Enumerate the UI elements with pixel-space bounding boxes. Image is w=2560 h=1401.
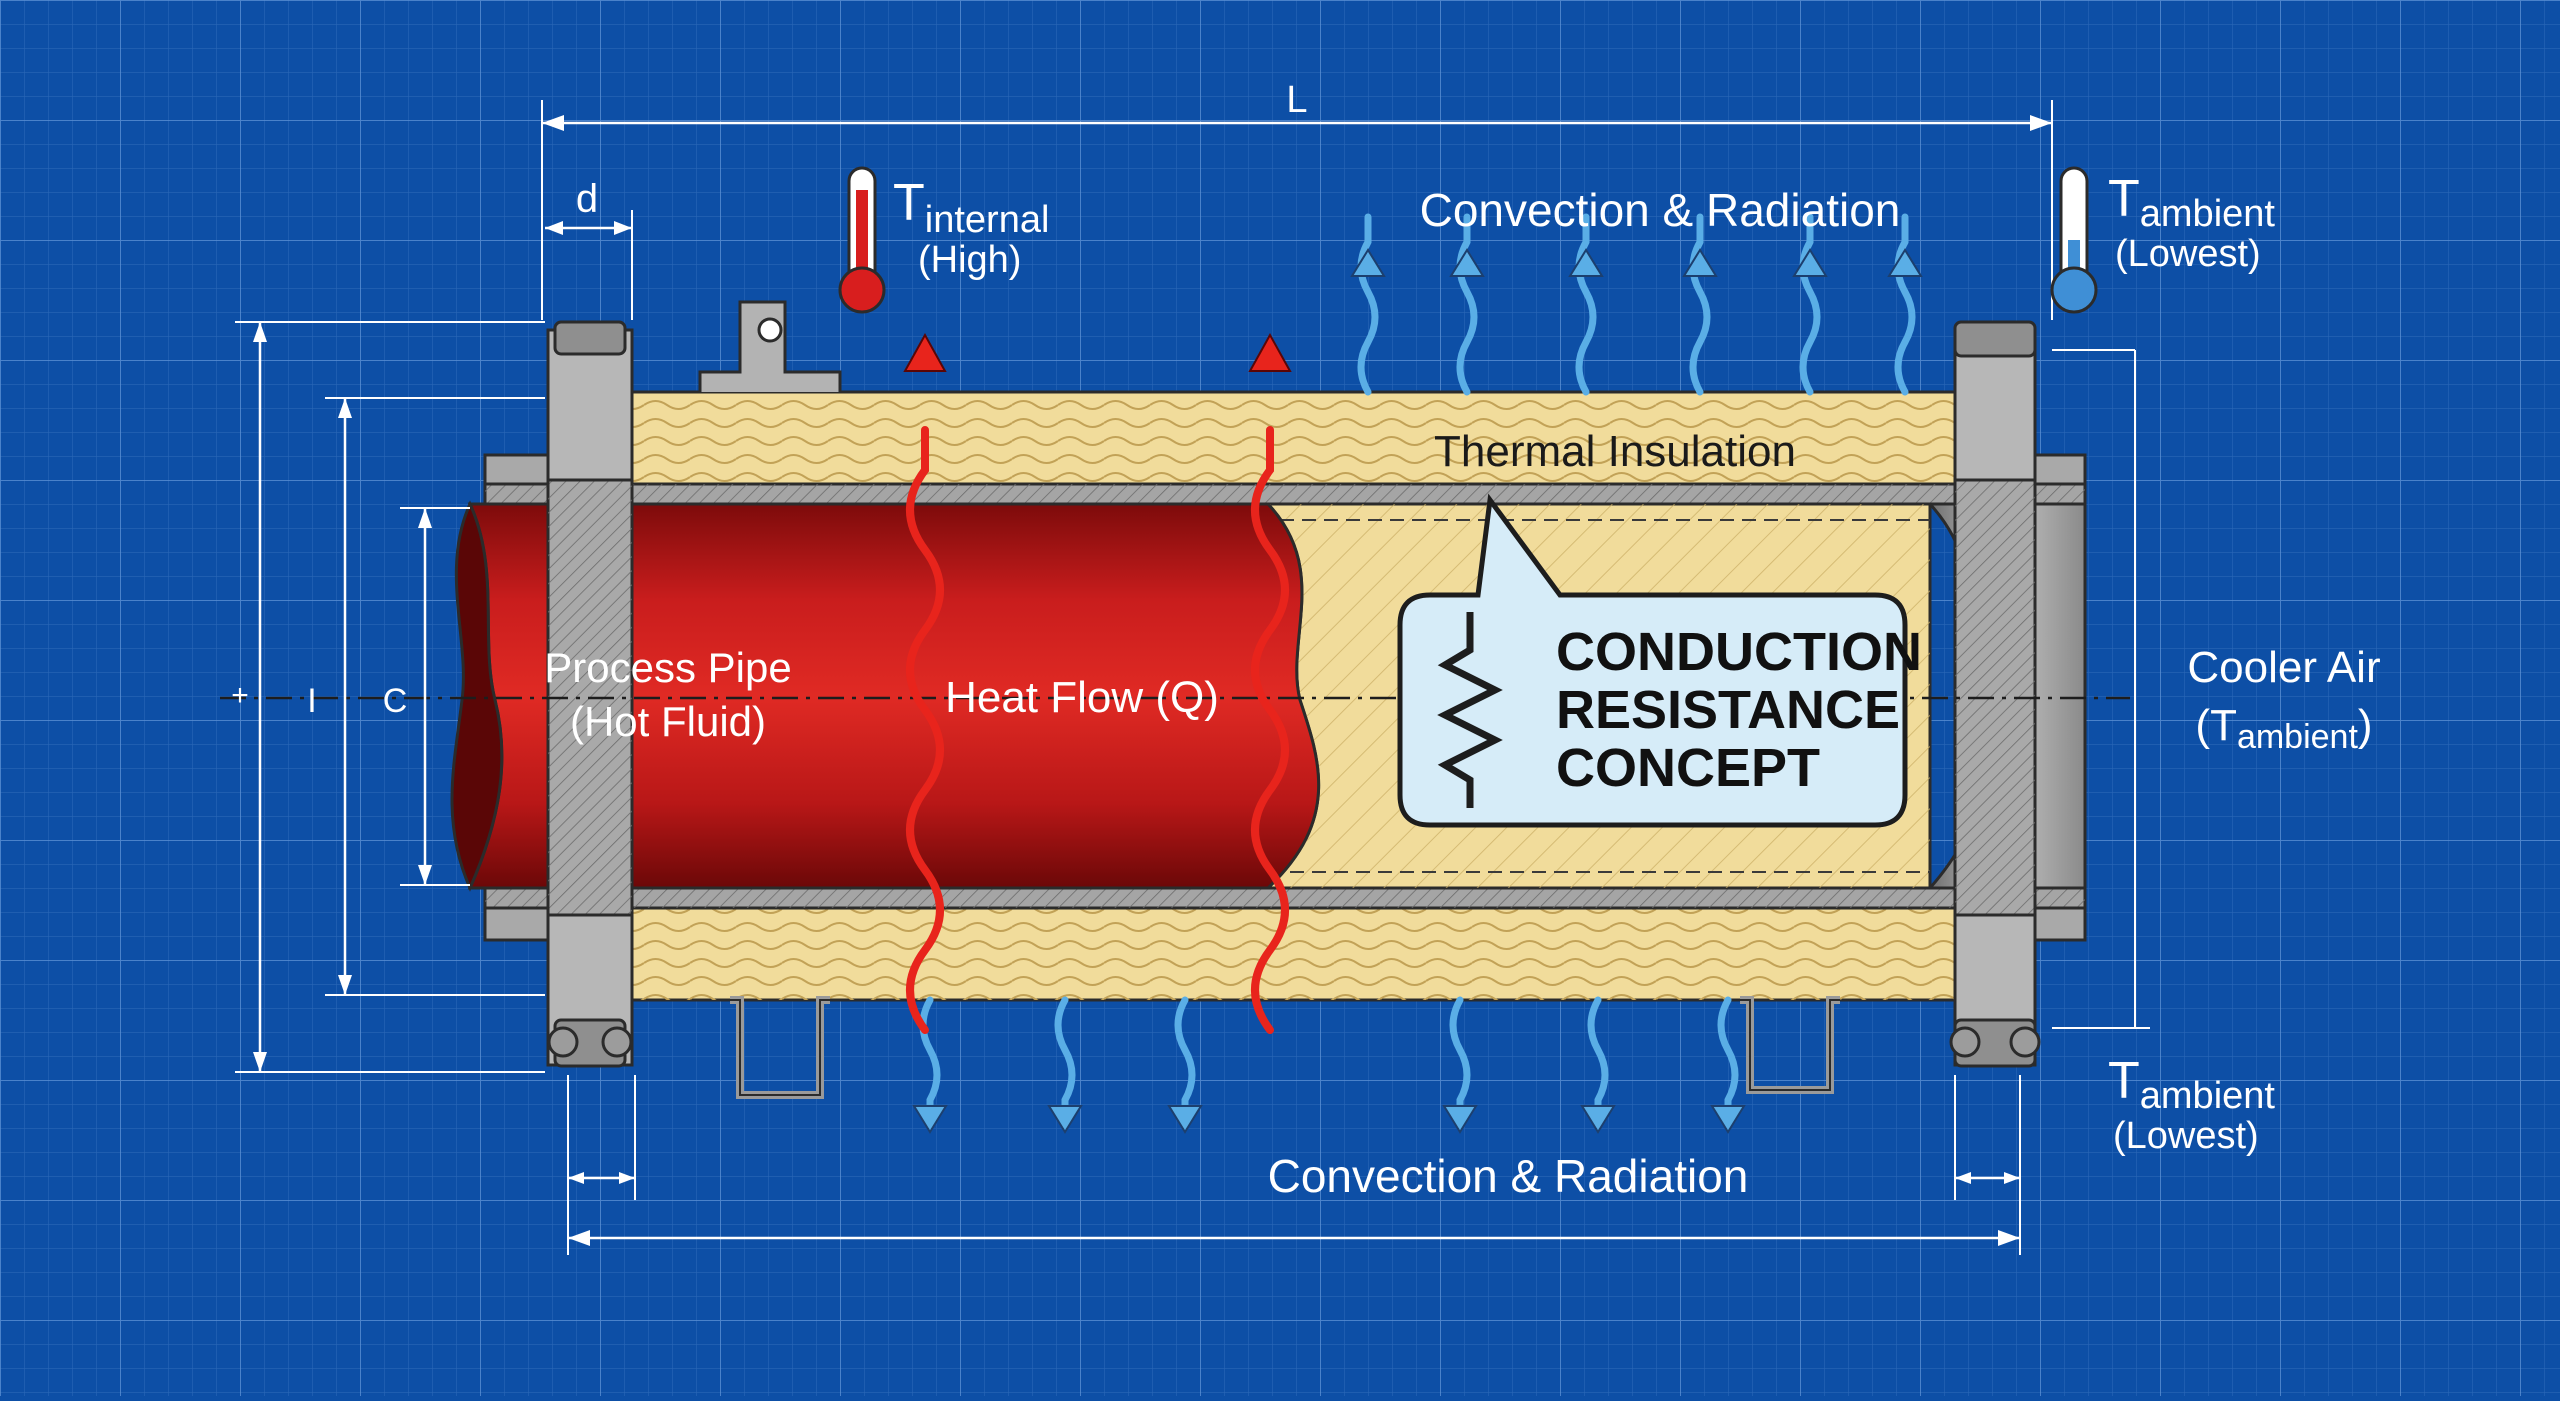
thermal-insulation-label: Thermal Insulation: [1434, 427, 1796, 476]
left-top-bolt: [553, 320, 627, 356]
length-label: L: [1286, 79, 1307, 121]
t-ambient-label: Tambient: [2108, 170, 2275, 235]
convection-top-label: Convection & Radiation: [1420, 184, 1901, 236]
t-internal-note: (High): [918, 239, 1021, 281]
flange-width-label: d: [576, 177, 598, 221]
process-pipe-label: Process Pipe: [544, 644, 791, 691]
inner-diameter-label: C: [383, 682, 408, 720]
convection-bottom-label: Convection & Radiation: [1268, 1150, 1749, 1202]
heat-flow-label: Heat Flow (Q): [945, 673, 1219, 722]
heat-flow-arrows: [906, 426, 1289, 1034]
cooler-air-symbol: (Tambient): [2195, 701, 2372, 756]
right-top-bolt: [1953, 320, 2037, 358]
resistor-icon: [1437, 612, 1503, 808]
t-internal-label: Tinternal: [893, 174, 1049, 241]
cooler-air-label: Cooler Air: [2187, 643, 2380, 692]
process-pipe-sublabel: (Hot Fluid): [570, 698, 766, 745]
thermometer-ambient-icon: [2050, 166, 2098, 314]
convection-arrows-bottom: [919, 996, 1739, 1129]
callout-line-2: RESISTANCE: [1556, 680, 1900, 740]
insulation-diameter-label: I: [307, 682, 316, 720]
thermometer-internal-icon: [838, 166, 886, 314]
t-ambient-bottom-label: Tambient: [2108, 1052, 2275, 1117]
t-ambient-note: (Lowest): [2115, 233, 2261, 275]
outer-diameter-label: +: [231, 679, 249, 712]
mounting-lug: [698, 300, 842, 392]
t-ambient-bottom-note: (Lowest): [2113, 1115, 2259, 1157]
callout-line-1: CONDUCTION: [1556, 622, 1922, 682]
conduction-resistance-callout: CONDUCTION RESISTANCE CONCEPT: [1397, 493, 1922, 828]
callout-line-3: CONCEPT: [1556, 738, 1820, 798]
